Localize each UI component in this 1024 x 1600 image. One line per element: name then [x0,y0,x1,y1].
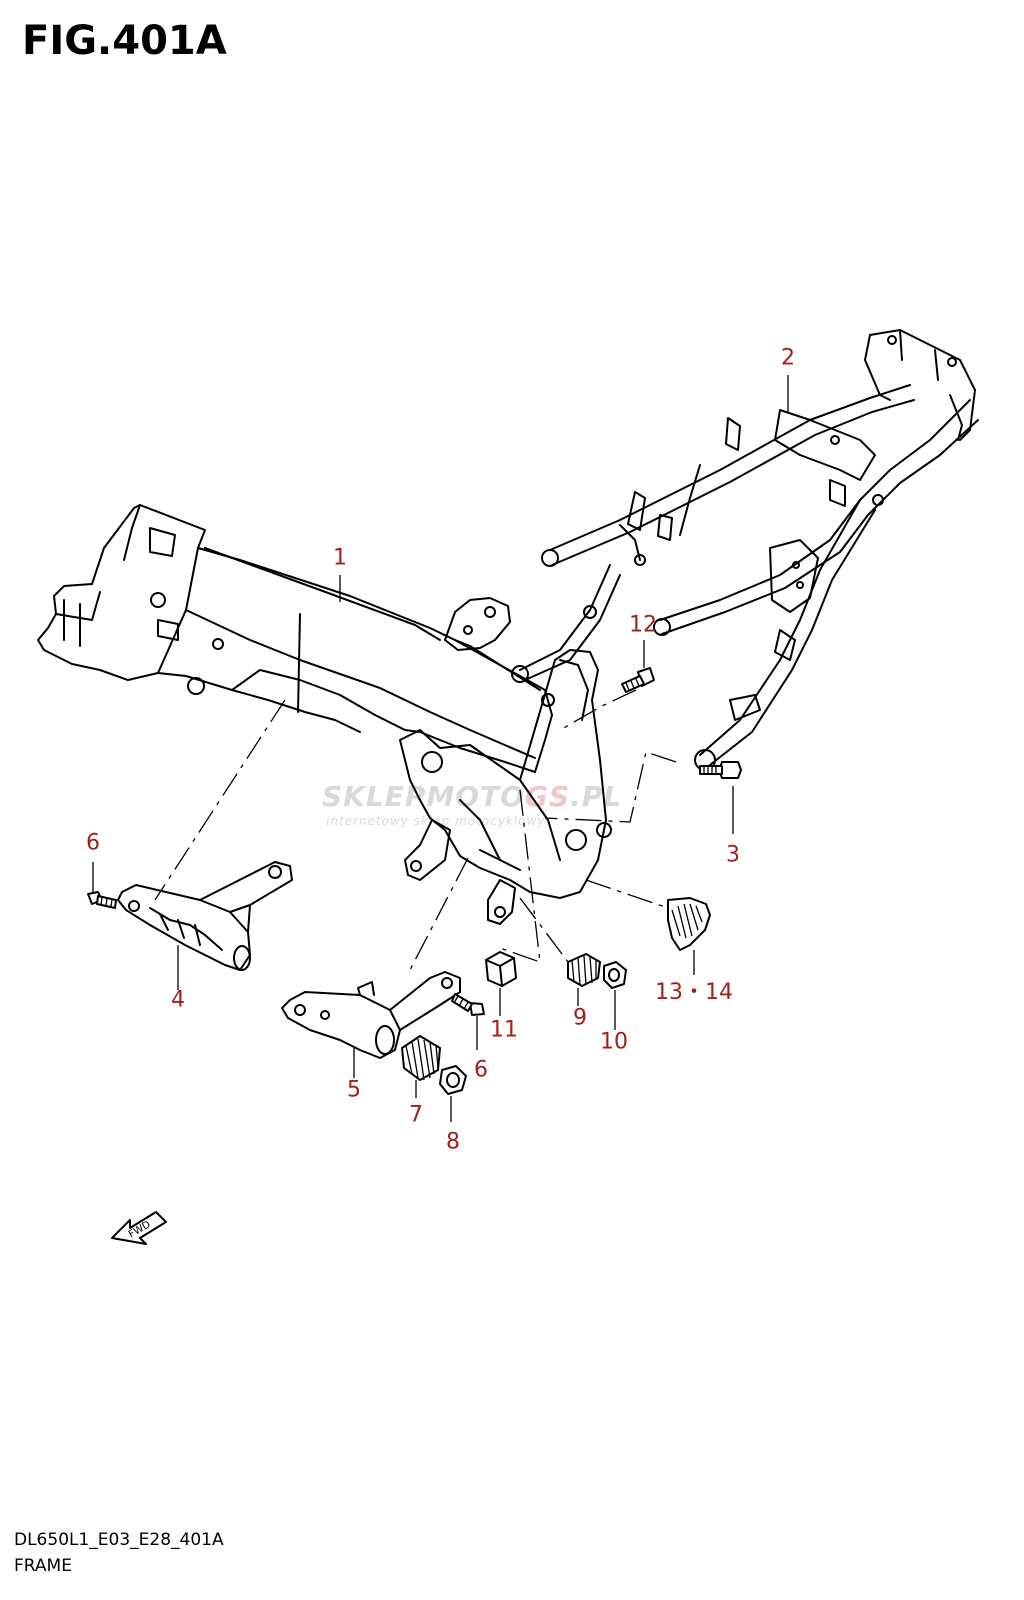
callout-9[interactable]: 9 [573,1005,587,1031]
watermark: SKLEPMOTOGS.PL [322,780,622,813]
callout-2[interactable]: 2 [781,345,795,371]
callout-8[interactable]: 8 [446,1129,460,1155]
spacer-part-7[interactable] [401,1035,441,1081]
callout-7[interactable]: 7 [409,1102,423,1128]
callout-11[interactable]: 11 [490,1017,518,1043]
callout-6-center[interactable]: 6 [474,1057,488,1083]
assembly-dash-lines [154,689,677,971]
bolt-part-6-left[interactable] [87,891,117,909]
callout-12[interactable]: 12 [629,612,657,638]
leader-lines [92,375,789,1122]
nut-part-8[interactable] [439,1065,467,1095]
watermark-main: SKLEPMOTO [322,780,525,813]
forward-arrow-icon: FWD [111,1211,167,1245]
figure-name: FRAME [14,1556,72,1576]
bolt-part-3[interactable] [699,761,742,779]
figure-title: FIG.401A [22,18,227,64]
collar-part-11[interactable] [485,951,517,987]
callout-4[interactable]: 4 [171,987,185,1013]
callout-5[interactable]: 5 [347,1077,361,1103]
callout-6-left[interactable]: 6 [86,830,100,856]
figure-code: DL650L1_E03_E28_401A [14,1530,224,1550]
spacer-part-9[interactable] [567,953,601,987]
main-frame-part-1[interactable] [37,504,612,925]
callout-3[interactable]: 3 [726,842,740,868]
callout-10[interactable]: 10 [600,1029,628,1055]
cap-part-13-14[interactable] [667,897,711,951]
bolt-part-6-center[interactable] [451,993,485,1016]
engine-bracket-part-5[interactable] [281,971,461,1059]
rear-subframe-part-2[interactable] [511,329,979,771]
watermark-suffix: .PL [570,780,623,813]
nut-part-10[interactable] [603,961,627,989]
callout-13-14[interactable]: 13・14 [655,980,733,1005]
bolt-part-12[interactable] [621,667,655,693]
engine-bracket-part-4[interactable] [117,861,293,971]
callout-1[interactable]: 1 [333,545,347,571]
